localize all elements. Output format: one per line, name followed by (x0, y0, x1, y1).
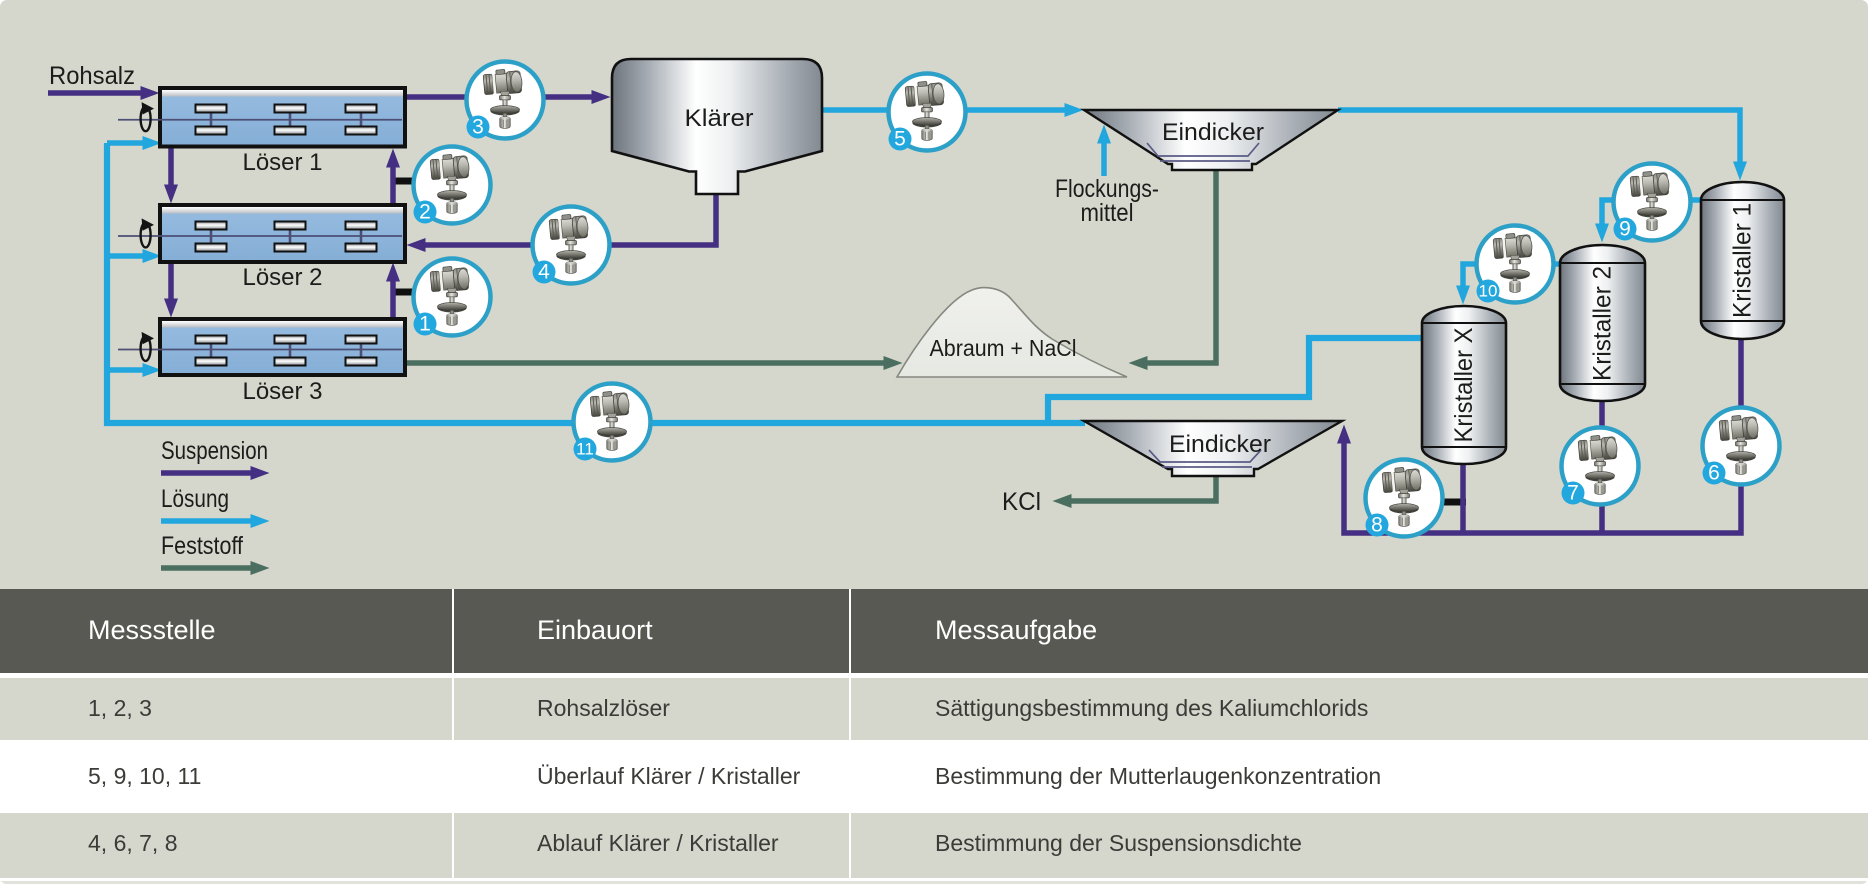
svg-text:1: 1 (419, 313, 431, 336)
svg-text:7: 7 (1567, 482, 1579, 505)
svg-text:Lösung: Lösung (161, 485, 229, 513)
svg-text:Klärer: Klärer (685, 105, 754, 132)
svg-text:Eindicker: Eindicker (1162, 119, 1264, 146)
svg-text:Löser 3: Löser 3 (243, 378, 323, 405)
svg-text:2: 2 (419, 201, 431, 224)
svg-text:Abraum + NaCl: Abraum + NaCl (930, 335, 1077, 361)
svg-text:10: 10 (1479, 282, 1498, 301)
svg-text:mittel: mittel (1081, 199, 1134, 227)
svg-text:5: 5 (894, 128, 906, 151)
svg-text:Löser 2: Löser 2 (243, 264, 323, 291)
svg-text:Feststoff: Feststoff (161, 532, 243, 560)
svg-text:Löser 1: Löser 1 (243, 149, 323, 176)
svg-text:8: 8 (1371, 514, 1383, 537)
svg-text:4: 4 (538, 261, 550, 284)
svg-text:11: 11 (576, 440, 594, 459)
svg-text:Kristaller 2: Kristaller 2 (1589, 266, 1617, 381)
svg-text:Suspension: Suspension (161, 437, 268, 465)
svg-text:9: 9 (1619, 218, 1631, 241)
svg-text:3: 3 (472, 116, 484, 139)
svg-text:6: 6 (1708, 462, 1720, 485)
svg-text:Flockungs-: Flockungs- (1055, 175, 1159, 203)
svg-text:Kristaller 1: Kristaller 1 (1729, 203, 1757, 318)
svg-text:KCl: KCl (1002, 488, 1041, 516)
svg-text:Kristaller X: Kristaller X (1450, 327, 1478, 442)
svg-text:Rohsalz: Rohsalz (49, 62, 135, 90)
svg-text:Eindicker: Eindicker (1169, 431, 1271, 458)
